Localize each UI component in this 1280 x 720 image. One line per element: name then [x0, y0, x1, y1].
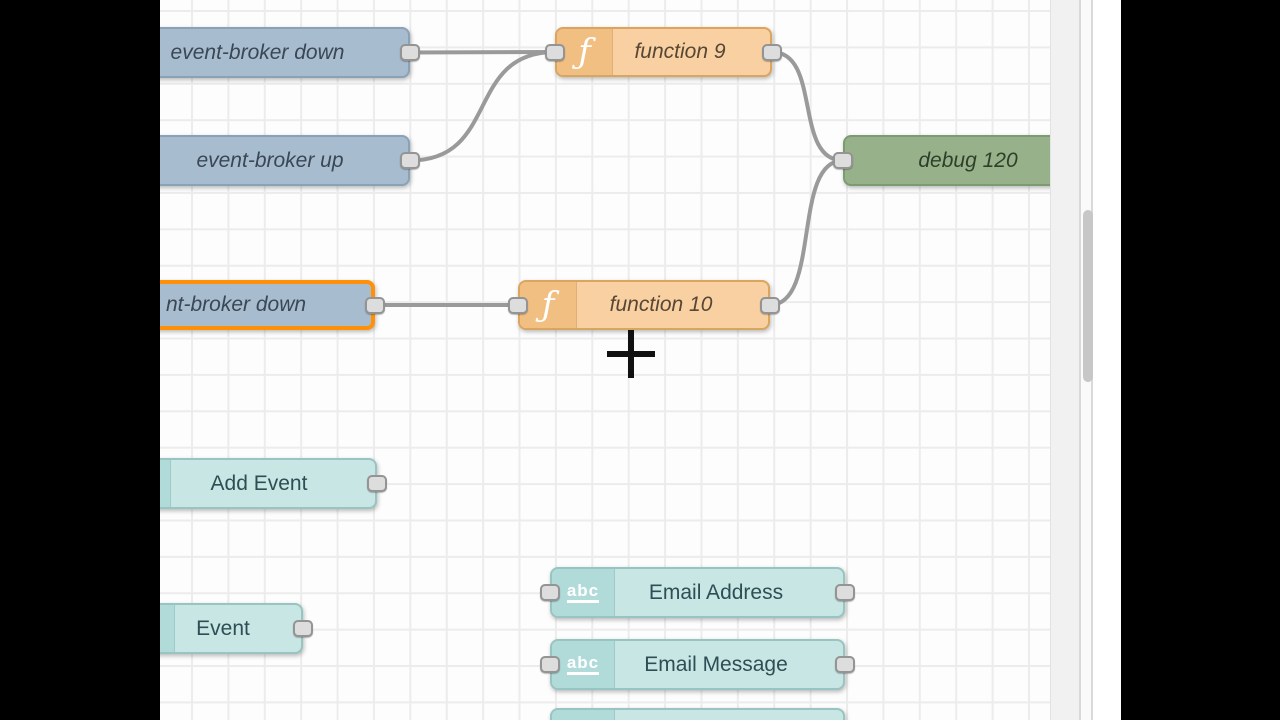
output-port[interactable]	[760, 296, 780, 314]
node-label: Event	[196, 616, 250, 640]
output-port[interactable]	[835, 656, 855, 673]
node-function-10[interactable]: ƒ function 10	[518, 280, 770, 330]
output-port[interactable]	[400, 44, 420, 61]
wire-n1-n3[interactable]	[408, 50, 557, 55]
vertical-scrollbar-thumb[interactable]	[1083, 210, 1093, 382]
abc-text-icon: abc	[160, 460, 171, 507]
abc-text-icon: abc	[552, 641, 615, 688]
output-port[interactable]	[367, 475, 387, 492]
canvas-right-edge	[1050, 0, 1080, 720]
node-label: Email Address	[648, 580, 784, 604]
node-event-broker-up[interactable]: event-broker up	[160, 135, 410, 186]
abc-glyph: abc	[566, 582, 600, 603]
node-debug-120[interactable]: debug 120	[843, 135, 1050, 186]
abc-text-icon: abc	[552, 710, 615, 720]
page-margin	[1093, 0, 1121, 720]
abc-text-icon: abc	[552, 569, 615, 616]
node-label: debug 120	[918, 148, 1018, 172]
output-port[interactable]	[400, 152, 420, 169]
node-[interactable]: abc	[550, 708, 845, 720]
function-f-glyph: ƒ	[541, 285, 555, 325]
input-port[interactable]	[833, 152, 853, 169]
node-function-9[interactable]: ƒ function 9	[555, 27, 772, 77]
flow-canvas[interactable]: event-broker down event-broker up ƒ functio…	[160, 0, 1050, 720]
node-label: function 10	[609, 293, 713, 316]
node-label: Add Event	[210, 471, 308, 495]
node-email-address[interactable]: abc Email Address	[550, 567, 845, 618]
node-email-message[interactable]: abc Email Message	[550, 639, 845, 690]
node-nt-broker-down[interactable]: nt-broker down	[160, 280, 375, 330]
letterbox-left	[0, 0, 160, 720]
node-event-broker-down[interactable]: event-broker down	[160, 27, 410, 78]
node-label: event-broker down	[170, 40, 345, 64]
function-icon: ƒ	[557, 29, 613, 75]
node-add-event[interactable]: abc Add Event	[160, 458, 377, 509]
wire-n6-n4[interactable]	[768, 158, 845, 307]
output-port[interactable]	[293, 620, 313, 637]
function-icon: ƒ	[520, 282, 577, 328]
template-icon	[160, 605, 175, 652]
input-port[interactable]	[545, 43, 565, 61]
input-port[interactable]	[540, 656, 560, 673]
wire-layer	[373, 50, 845, 307]
node-label: nt-broker down	[166, 293, 307, 316]
output-port[interactable]	[762, 43, 782, 61]
output-port[interactable]	[365, 296, 385, 314]
node-label: event-broker up	[196, 148, 344, 172]
vertical-scrollbar-track[interactable]	[1079, 0, 1093, 720]
input-port[interactable]	[508, 296, 528, 314]
node-event[interactable]: Event	[160, 603, 303, 654]
node-label: function 9	[634, 40, 726, 63]
wire-n3-n4[interactable]	[770, 50, 845, 163]
letterbox-right	[1121, 0, 1280, 720]
input-port[interactable]	[540, 584, 560, 601]
function-f-glyph: ƒ	[578, 32, 591, 72]
crosshair-cursor	[607, 330, 655, 378]
output-port[interactable]	[835, 584, 855, 601]
abc-glyph: abc	[566, 654, 600, 675]
wire-n2-n3[interactable]	[408, 50, 557, 163]
node-label: Email Message	[644, 652, 788, 676]
